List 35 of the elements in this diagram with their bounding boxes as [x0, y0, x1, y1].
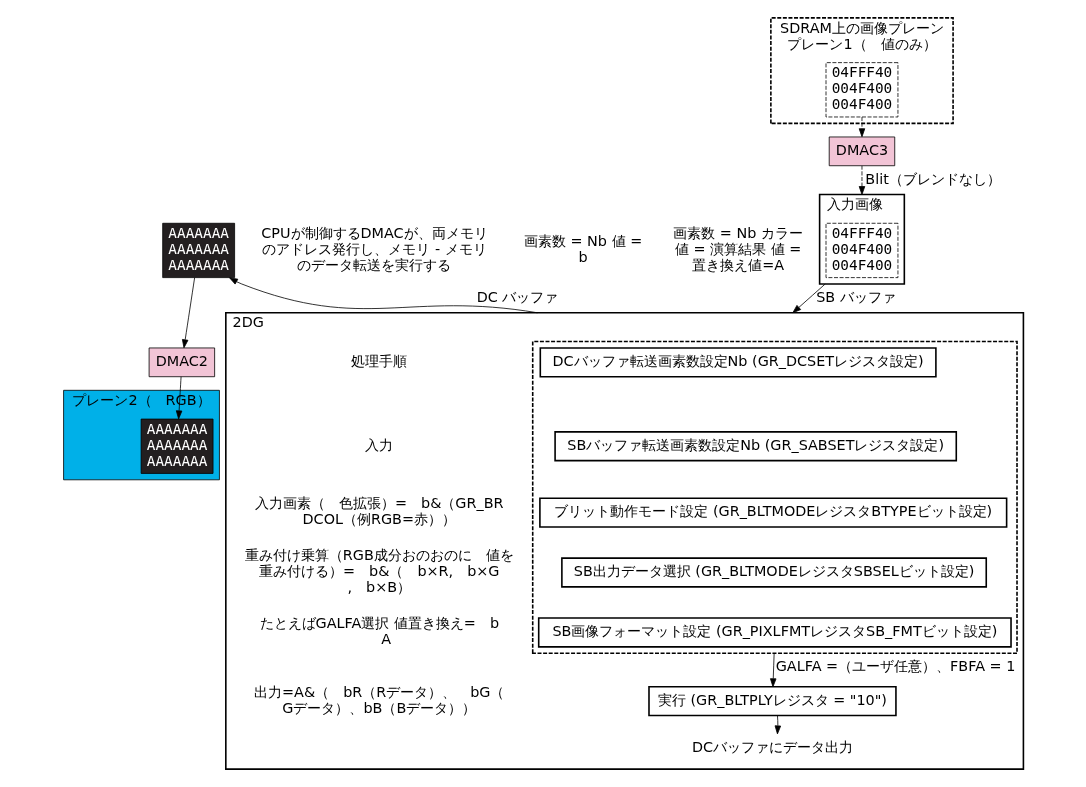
edge-label: GALFA =（ユーザ任意）、FBFA = 1	[775, 658, 1015, 675]
node-box: AAAAAAA AAAAAAA AAAAAAA	[140, 418, 213, 474]
node-box: 実行 (GR_BLTPLYレジスタ = "10")	[647, 686, 897, 717]
node-box: SBバッファ転送画素数設定Nb (GR_SABSETレジスタ設定)	[553, 431, 957, 462]
node-box: SB出力データ選択 (GR_BLTMODEレジスタSBSELビット設定)	[560, 557, 987, 588]
node-text: DCバッファにデータ出力	[691, 738, 853, 755]
arrow	[791, 283, 826, 314]
arrow	[858, 116, 865, 138]
node-box: AAAAAAA AAAAAAA AAAAAAA	[161, 222, 235, 278]
arrow	[175, 376, 182, 420]
label: 出力=A&（ bR（Rデータ）、 bG（Gデータ）、bB（Bデータ））	[253, 683, 504, 716]
label: 画素数 = Nb 値 = b	[523, 232, 642, 265]
label: 重み付け乗算（RGB成分おのおのに 値を重み付ける）= b&（ b×R, b×G, b×B）	[244, 547, 514, 596]
edge-label: SB バッファ	[815, 288, 896, 305]
node-box: SB画像フォーマット設定 (GR_PIXLFMTレジスタSB_FMTビット設定)	[537, 617, 1012, 648]
arrow	[769, 652, 776, 688]
label: 処理手順	[350, 352, 407, 369]
edge-label: Blit（ブレンドなし）	[864, 170, 1001, 187]
node-box: 04FFF40 004F400 004F400	[825, 62, 898, 118]
node-box: ブリット動作モード設定 (GR_BLTMODEレジスタBTYPEビット設定)	[538, 497, 1007, 528]
label: 入力	[364, 436, 393, 453]
arrow	[228, 277, 538, 314]
label: たとえばGALFA選択 値置き換え= b A	[259, 614, 499, 647]
node-box: 04FFF40 004F400 004F400	[825, 222, 898, 278]
arrow	[774, 715, 781, 735]
label: 入力画素（ 色拡張）= b&（GR_BRDCOL（例RGB=赤））	[254, 495, 504, 528]
cluster	[531, 340, 1018, 655]
arrow	[858, 165, 865, 195]
node-label: CPUが制御するDMACが、両メモリのアドレス発行し、メモリ - メモリのデータ転送を実行する	[260, 224, 488, 273]
edge-label: DC バッファ	[476, 288, 558, 305]
node-box: DMAC3	[828, 136, 895, 167]
label: 画素数 = Nb カラー値 = 演算結果 値 = 置き換え値=A	[672, 224, 803, 273]
node-box: DCバッファ転送画素数設定Nb (GR_DCSETレジスタ設定)	[539, 347, 937, 378]
arrow	[181, 277, 195, 349]
node-box: DMAC2	[148, 347, 215, 378]
